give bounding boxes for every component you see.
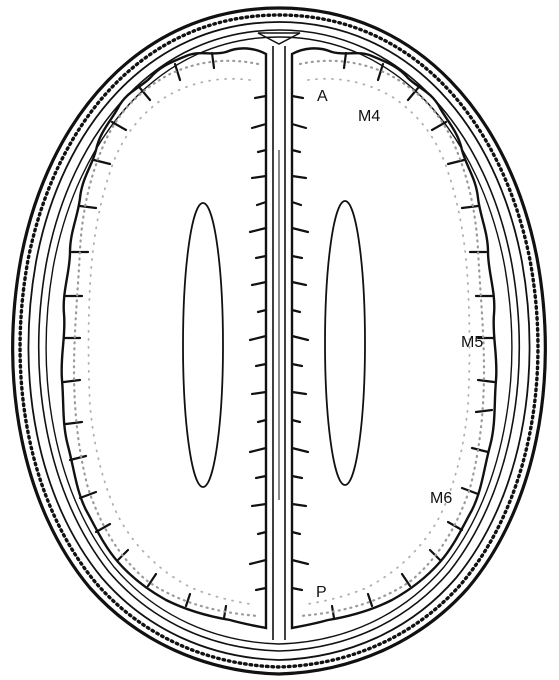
right-medial-sulci xyxy=(292,96,308,590)
left-hemisphere xyxy=(62,48,266,628)
falx-triangle xyxy=(258,33,300,44)
left-medial-sulci xyxy=(250,96,266,590)
label-m5: M5 xyxy=(461,334,483,351)
label-m6: M6 xyxy=(430,490,452,507)
left-cortex-stipple xyxy=(74,61,258,616)
label-a: A xyxy=(317,88,328,105)
left-ventricle xyxy=(183,203,223,487)
left-lateral-sulci xyxy=(64,53,226,618)
right-cortex-stipple xyxy=(300,61,484,616)
ventricles xyxy=(183,201,365,487)
region-labels: A M4 M5 M6 P xyxy=(316,88,483,601)
right-ventricle xyxy=(325,201,365,485)
label-p: P xyxy=(316,584,327,601)
left-hemisphere-outline xyxy=(62,48,266,628)
label-m4: M4 xyxy=(358,108,380,125)
right-cortex-stipple-inner xyxy=(308,79,470,604)
left-cortex-stipple-inner xyxy=(89,79,251,604)
